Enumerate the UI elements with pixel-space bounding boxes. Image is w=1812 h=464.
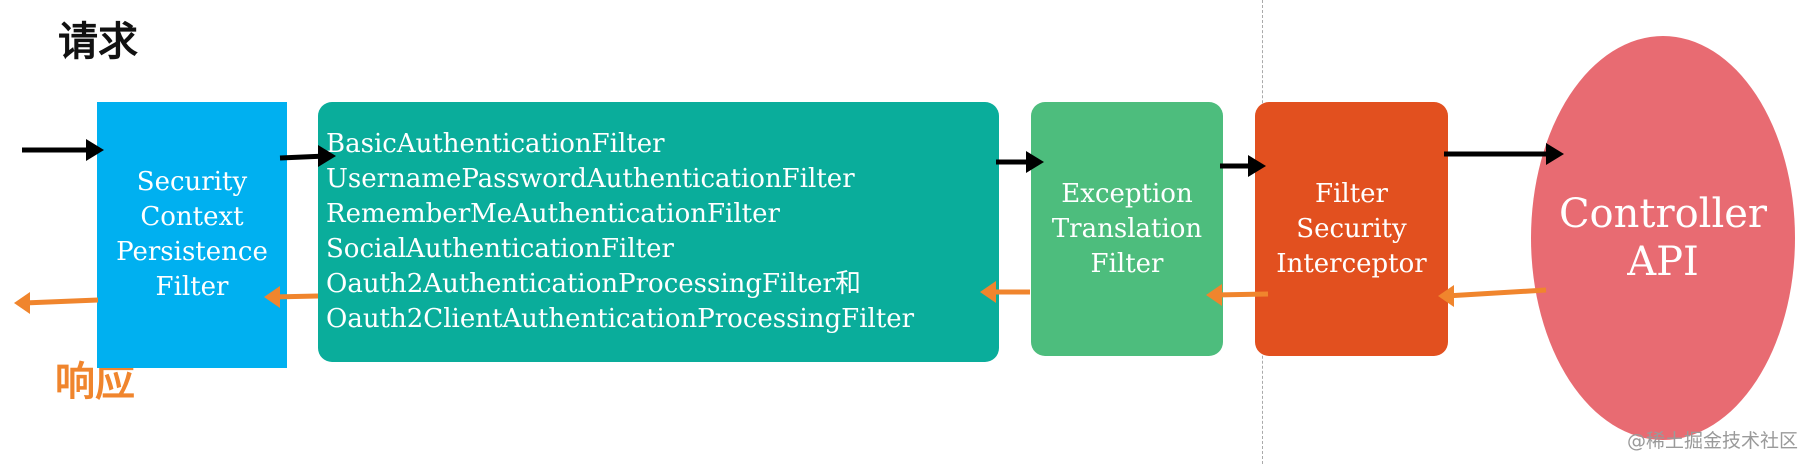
security-context-persistence-filter-box: Security Context Persistence Filter <box>97 102 287 368</box>
box-line: Persistence <box>116 237 268 267</box>
authentication-filters-box: BasicAuthenticationFilter UsernamePasswo… <box>318 102 999 362</box>
box-line: Context <box>140 202 244 232</box>
auth-filter-line: UsernamePasswordAuthenticationFilter <box>326 164 855 194</box>
controller-api-ellipse: Controller API <box>1531 36 1795 440</box>
box-line: Security <box>1296 213 1407 244</box>
request-arrow-head <box>86 139 104 161</box>
response-arrow <box>23 297 99 306</box>
box-line: Interceptor <box>1276 248 1427 279</box>
auth-filter-line: Oauth2ClientAuthenticationProcessingFilt… <box>326 304 915 334</box>
request-arrow-head <box>318 145 336 167</box>
response-label: 响应 <box>55 359 135 405</box>
response-arrow-head <box>1438 285 1454 307</box>
response-arrow-head <box>1206 284 1222 306</box>
watermark-text: @稀土掘金技术社区 <box>1626 430 1798 452</box>
box-line: Exception <box>1061 178 1193 209</box>
response-arrow-head <box>14 292 30 314</box>
box-line: Translation <box>1051 213 1203 244</box>
auth-filter-line: Oauth2AuthenticationProcessingFilter和 <box>326 269 861 299</box>
box-line: Security <box>136 167 248 197</box>
box-line: API <box>1627 239 1699 285</box>
response-arrow-head <box>980 281 996 303</box>
box-line: Filter <box>1090 248 1164 279</box>
box-line: Filter <box>155 272 229 302</box>
request-label: 请求 <box>58 19 138 65</box>
box-line: Filter <box>1315 178 1388 209</box>
request-arrow-head <box>1248 155 1266 177</box>
exception-translation-filter-box: Exception Translation Filter <box>1031 102 1223 356</box>
response-arrow <box>1445 287 1547 299</box>
box-line: Controller <box>1558 191 1768 237</box>
filter-security-interceptor-box: Filter Security Interceptor <box>1255 102 1448 356</box>
auth-filter-line: BasicAuthenticationFilter <box>326 129 665 159</box>
auth-filter-line: RememberMeAuthenticationFilter <box>326 199 780 229</box>
response-arrow-head <box>264 286 280 308</box>
response-arrow <box>1213 291 1269 298</box>
auth-filter-line: SocialAuthenticationFilter <box>326 234 674 264</box>
request-arrow-head <box>1026 151 1044 173</box>
response-arrows <box>14 281 1547 314</box>
request-arrow-head <box>1546 143 1564 165</box>
request-arrows <box>22 139 1564 177</box>
